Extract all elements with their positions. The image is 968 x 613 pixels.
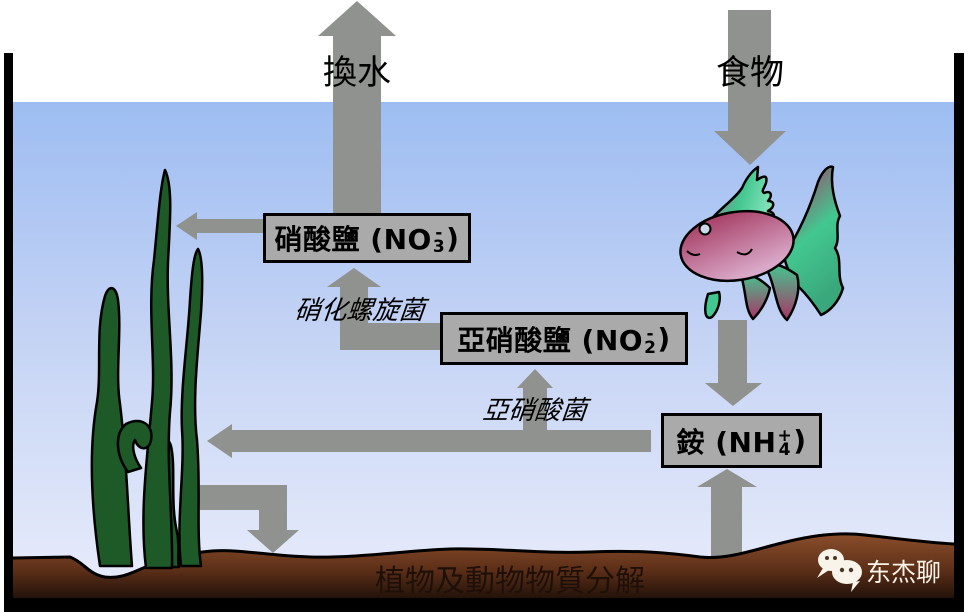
arrow-nitrite-to-nitrate-elbow: [327, 268, 440, 350]
fish-mouth: [686, 250, 701, 256]
fish-pelvic-fin: [762, 262, 800, 322]
arrow-fish-to-ammonium-down: [705, 320, 762, 406]
plant-blade: [142, 168, 174, 570]
nitrite-box: 亞硝酸鹽 (NO-2): [440, 312, 688, 365]
arrow-water-change-up: [318, 1, 396, 213]
ammonium-box: 銨 (NH+4): [661, 413, 822, 468]
aquatic-plants: [90, 168, 204, 570]
water-change-label: 換水: [323, 53, 391, 93]
ammonium-label: 銨 (NH: [676, 425, 777, 459]
tank-frame-right: [954, 53, 964, 612]
arrow-nitrate-to-plants-left: [176, 212, 263, 240]
nitrifying-spirillum-label: 硝化螺旋菌: [293, 296, 427, 326]
fish: [679, 165, 845, 322]
nitrite-label: 亞硝酸鹽 (NO: [457, 323, 644, 357]
substrate: [13, 533, 954, 598]
arrow-food-down: [714, 10, 786, 165]
wechat-icon: [817, 549, 862, 592]
nitrate-box: 硝酸鹽 (NO-3): [263, 213, 471, 263]
nitrite-bacteria-label: 亞硝酸菌: [481, 396, 589, 426]
tank-frame-bottom: [4, 598, 964, 612]
decomposition-caption: 植物及動物物質分解: [375, 564, 645, 599]
food-label: 食物: [716, 53, 784, 93]
fish-ventral-fin: [703, 290, 721, 320]
fish-pectoral-line: [736, 248, 753, 256]
tank-frame-left: [4, 53, 13, 612]
watermark-text: 东杰聊: [866, 558, 942, 587]
plant-blade: [178, 247, 204, 568]
arrow-ammonium-to-plants-left: [207, 424, 651, 458]
nitrite-charge-stack: -2: [644, 323, 657, 358]
arrow-bar-to-nitrite-up: [517, 369, 553, 430]
nitrate-charge-stack: -3: [432, 223, 446, 257]
arrow-substrate-to-ammonium-up: [697, 469, 757, 558]
fish-eye: [698, 222, 712, 236]
nitrate-label: 硝酸鹽 (NO: [274, 223, 432, 256]
ammonium-charge-stack: +4: [777, 425, 793, 460]
arrow-plant-decomposition-down: [200, 485, 299, 553]
plant-blade: [116, 419, 153, 474]
